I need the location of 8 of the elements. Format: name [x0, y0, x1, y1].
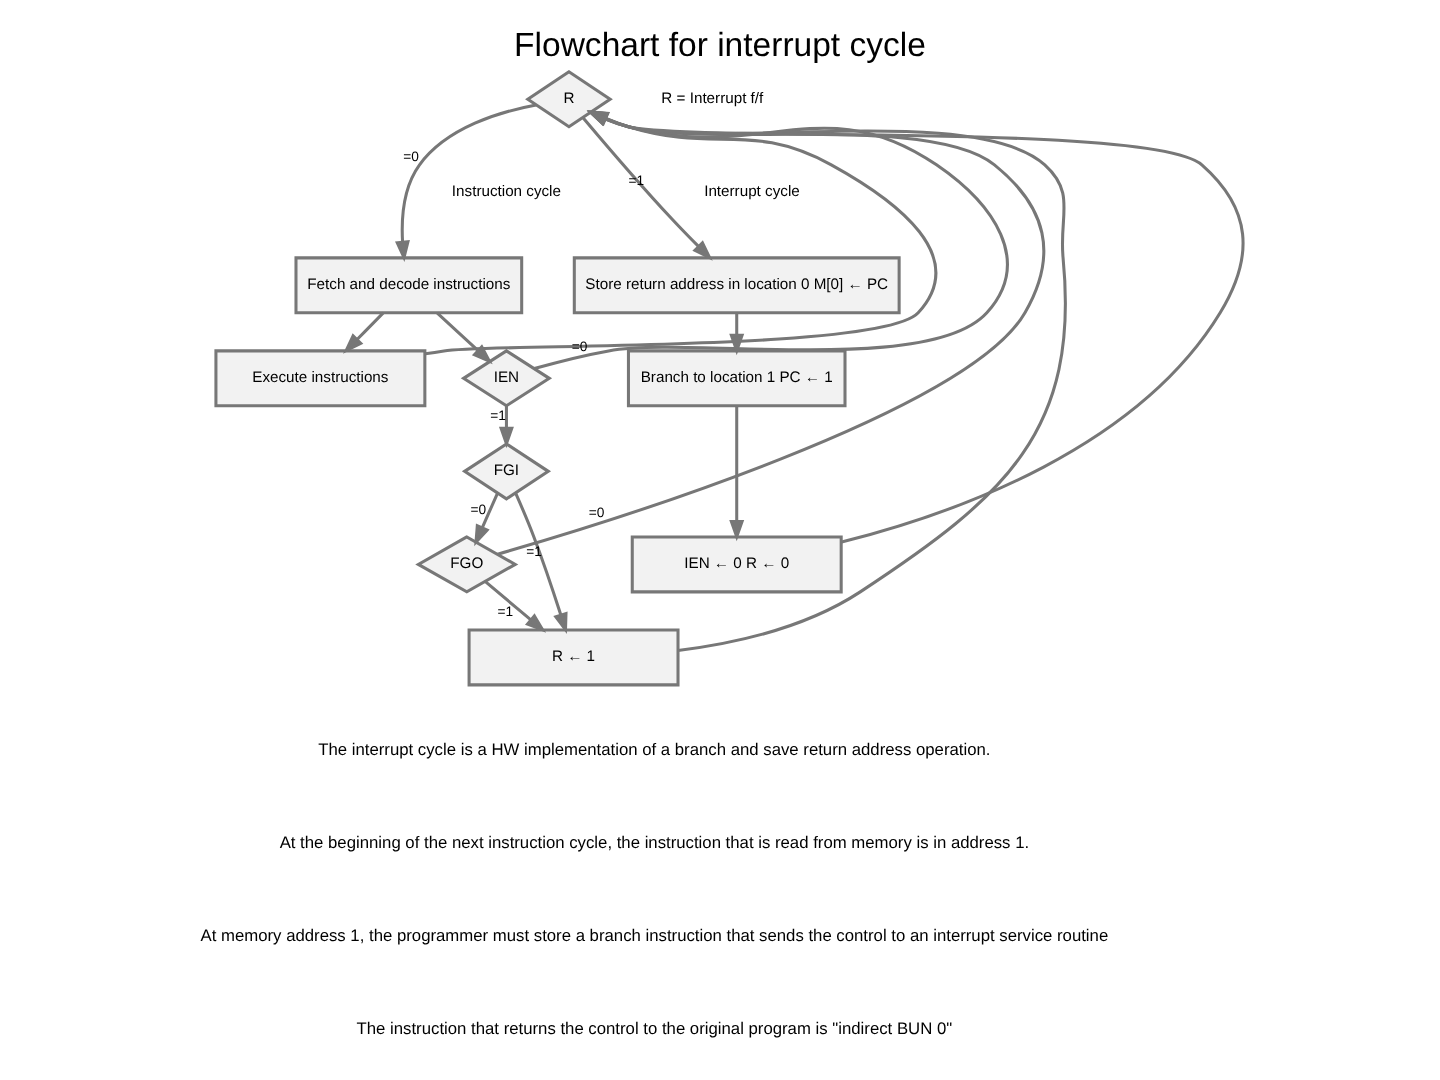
label: At the beginning of the next instruction cycle, the instruction that is read from memory is in address 1. — [279, 831, 1030, 852]
label: The instruction that returns the control to the original program is "indirect BUN 0" — [356, 1017, 953, 1038]
label: At memory address 1, the programmer must store a branch instruction that sends the control to an interrupt service routine — [200, 924, 1109, 945]
diagram-title: Flowchart for interrupt cycle — [514, 25, 926, 64]
label: Instruction cycle — [451, 182, 562, 201]
label: The interrupt cycle is a HW implementation of a branch and save return address operation. — [318, 738, 991, 759]
label: R = Interrupt f/f — [661, 89, 764, 108]
label: Interrupt cycle — [704, 182, 800, 201]
